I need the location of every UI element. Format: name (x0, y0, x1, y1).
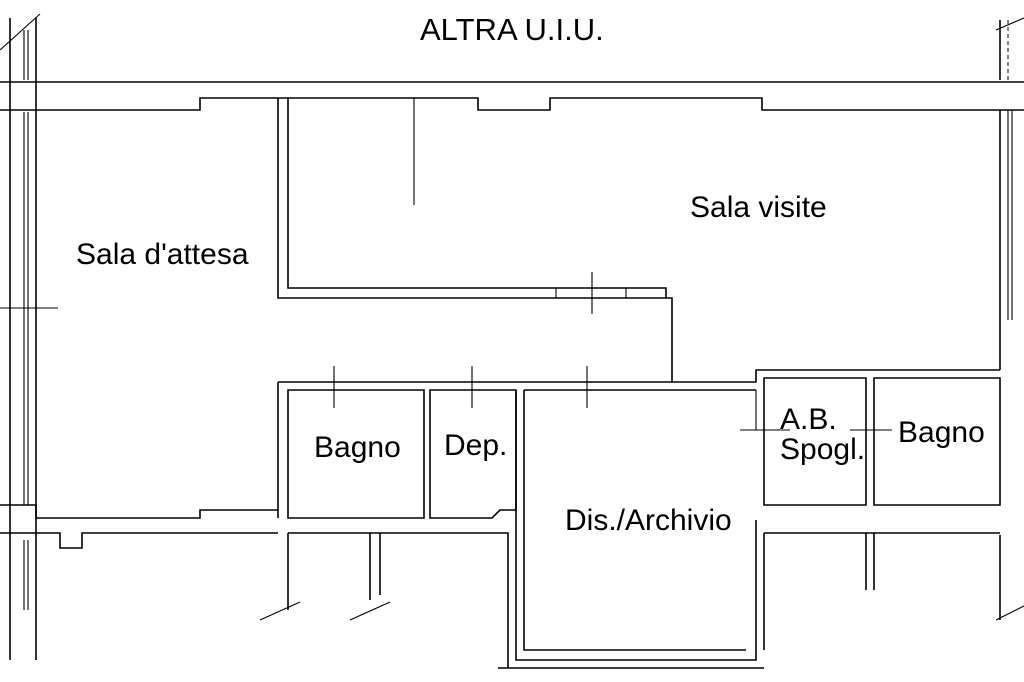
room-label-bagno-2: Bagno (898, 416, 985, 449)
bottom-boundary-walls (0, 504, 1000, 668)
room-label-sala-attesa: Sala d'attesa (76, 238, 249, 271)
room-label-bagno-1: Bagno (314, 431, 401, 464)
room-label-ab-spogl: A.B. Spogl. (780, 405, 865, 465)
sala-visite-partition (277, 98, 673, 382)
room-label-ab-line2: Spogl. (780, 433, 866, 466)
right-exterior-wall (995, 17, 1024, 621)
top-boundary-walls (0, 81, 1024, 111)
service-rooms-walls (277, 366, 1001, 519)
header-label-altra-uiu: ALTRA U.I.U. (420, 12, 604, 47)
archive-room-walls (498, 390, 764, 669)
room-label-archivio: Dis./Archivio (565, 504, 732, 537)
left-exterior-wall (0, 13, 58, 660)
room-label-deposito: Dep. (444, 429, 508, 462)
room-label-sala-visite: Sala visite (690, 191, 827, 224)
room-label-ab-line1: A.B. (780, 403, 837, 436)
